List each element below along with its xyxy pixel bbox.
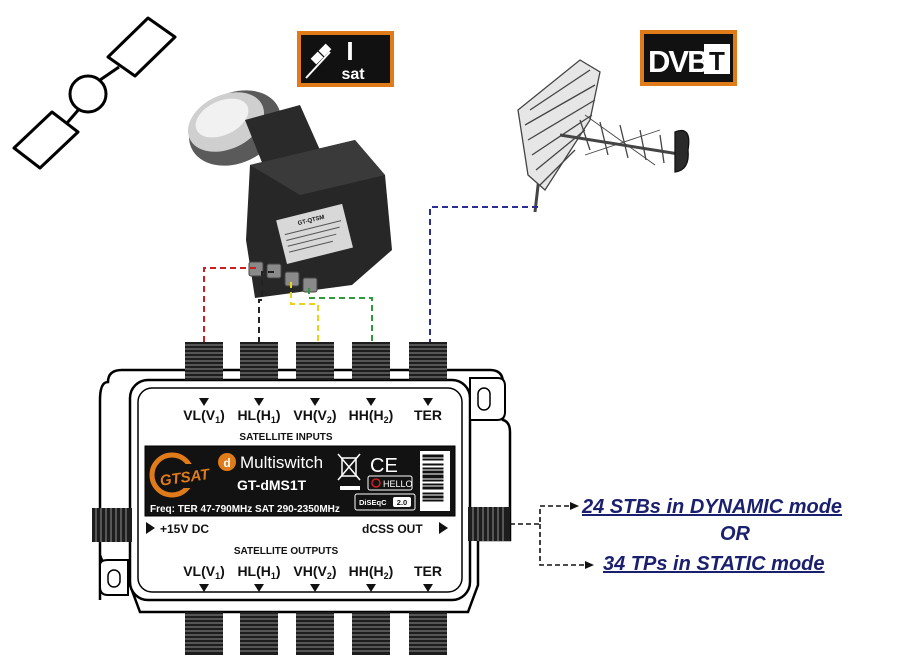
diseqc-badge-icon: DiSEqC 2.0 (354, 493, 416, 511)
input-port-arrow (254, 398, 264, 406)
output-note-static: 34 TPs in STATIC mode (603, 553, 825, 575)
input-port-label: VH(V2) (293, 407, 336, 425)
svg-text:2.0: 2.0 (397, 498, 407, 507)
wire-vl (203, 267, 256, 342)
gtsat-logo-icon: GTSAT (149, 452, 212, 498)
barcode-icon (420, 451, 450, 511)
input-port-label: HH(H2) (349, 407, 394, 425)
sat-badge-icon: I sat (297, 31, 394, 87)
dcss-arrows (510, 505, 585, 566)
input-port-arrow (423, 398, 433, 406)
frequency-label: Freq: TER 47-790MHz SAT 290-2350MHz (150, 504, 340, 515)
input-connector (296, 342, 334, 380)
wire-hh (308, 288, 373, 342)
satellite-outputs-title: SATELLITE OUTPUTS (234, 546, 339, 557)
svg-text:HELLO: HELLO (383, 479, 413, 489)
sat-badge-number: I (346, 36, 353, 66)
output-note-dynamic: 24 STBs in DYNAMIC mode (581, 496, 842, 518)
product-line-label: Multiswitch (240, 453, 323, 472)
output-port-label: VL(V1) (183, 563, 225, 581)
wire-ter (429, 206, 538, 342)
dvbt-suffix-text: T (709, 46, 725, 76)
output-labels: VL(V1) HL(H1) VH(V2) HH(H2) TER (183, 563, 442, 592)
satellite-inputs-title: SATELLITE INPUTS (239, 432, 332, 443)
input-connectors (185, 342, 447, 380)
wire-vh (290, 282, 319, 342)
output-connector (296, 612, 334, 655)
output-port-arrow (366, 584, 376, 592)
ce-mark: CE (370, 455, 398, 477)
output-connectors (185, 612, 447, 655)
output-port-label: TER (414, 563, 442, 579)
lnb-icon: GT-QTSM (187, 90, 392, 298)
output-connector (240, 612, 278, 655)
satellite-icon (12, 16, 177, 170)
output-port-arrow (199, 584, 209, 592)
power-label: +15V DC (160, 522, 209, 536)
dvbt-main-text: DVB (648, 44, 708, 79)
input-connector (409, 342, 447, 380)
hello-badge-icon: HELLO (367, 475, 413, 491)
input-connector (240, 342, 278, 380)
output-port-arrow (423, 584, 433, 592)
dvbt-logo-icon: DVB T (640, 30, 737, 86)
input-port-label: HL(H1) (237, 407, 280, 425)
output-connector (185, 612, 223, 655)
terrestrial-antenna-icon (517, 59, 690, 213)
wire-hl (258, 271, 274, 342)
power-connector (92, 508, 132, 542)
dcss-out-label: dCSS OUT (362, 522, 423, 536)
input-port-arrow (366, 398, 376, 406)
input-port-label: TER (414, 407, 442, 423)
model-label: GT-dMS1T (237, 477, 307, 493)
output-connector (409, 612, 447, 655)
output-port-label: HH(H2) (349, 563, 394, 581)
sat-badge-text: sat (341, 66, 365, 83)
input-labels: VL(V1) HL(H1) VH(V2) HH(H2) TER (183, 398, 442, 425)
svg-text:d: d (223, 456, 230, 470)
output-port-label: HL(H1) (237, 563, 280, 581)
input-port-label: VL(V1) (183, 407, 225, 425)
input-port-arrow (310, 398, 320, 406)
output-note-or: OR (720, 523, 751, 545)
weee-bin-icon (337, 453, 361, 490)
output-port-arrow (254, 584, 264, 592)
multiswitch-logo-icon (218, 453, 236, 471)
output-connector (352, 612, 390, 655)
svg-text:DiSEqC: DiSEqC (359, 498, 387, 507)
dcss-out-connector (468, 507, 510, 541)
output-port-label: VH(V2) (293, 563, 336, 581)
input-connector (352, 342, 390, 380)
output-port-arrow (310, 584, 320, 592)
front-panel: GTSAT d Multiswitch GT-dMS1T CE HELLO Di… (144, 445, 456, 517)
input-port-arrow (199, 398, 209, 406)
input-connector (185, 342, 223, 380)
